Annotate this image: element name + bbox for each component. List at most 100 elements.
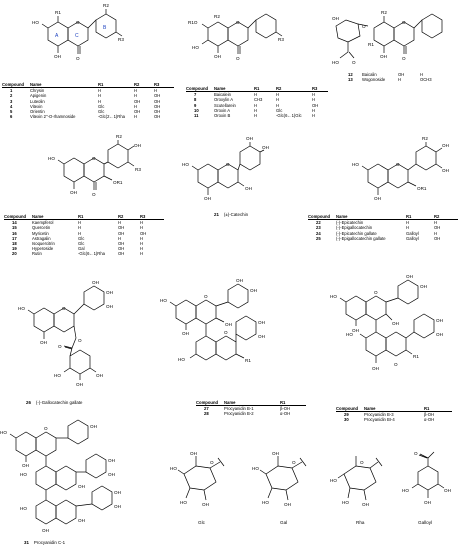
rhamnose-label: Rha: [356, 520, 365, 525]
sub-r2: R2: [103, 3, 109, 8]
ring-c: [67, 21, 89, 47]
compound-name: Procyanidin C-1: [33, 540, 66, 545]
svg-text:OH: OH: [204, 196, 211, 201]
svg-text:O: O: [396, 162, 400, 167]
svg-text:OH: OH: [42, 528, 49, 533]
svg-text:OH: OH: [70, 190, 77, 195]
atom-o: O: [76, 56, 80, 61]
svg-text:O: O: [402, 20, 406, 25]
svg-text:HO: HO: [330, 294, 337, 299]
table-header: Compound Name R1: [196, 400, 306, 407]
sub-r3: R3: [118, 37, 124, 42]
svg-text:HO: HO: [182, 162, 189, 167]
svg-text:OH: OH: [436, 332, 443, 337]
svg-text:O: O: [374, 290, 378, 295]
sub-r3: R3: [278, 37, 284, 42]
svg-text:O: O: [292, 460, 296, 465]
svg-text:O: O: [236, 56, 240, 61]
sub-r1: R1: [245, 358, 251, 363]
svg-text:OH: OH: [258, 334, 265, 339]
svg-text:OH: OH: [108, 458, 115, 463]
catechin-structure: O OH HO OH OH OH: [182, 136, 269, 201]
atom-ho: HO: [32, 20, 39, 25]
procyanidin-b3-b4-structure: O O HO OH OH OH OH OH OH HO OH R1: [330, 274, 443, 371]
svg-text:OH: OH: [362, 502, 369, 507]
svg-text:OH: OH: [392, 321, 399, 326]
svg-text:OH: OH: [250, 288, 257, 293]
svg-text:O: O: [58, 344, 62, 349]
ring-a-label: A: [55, 33, 59, 39]
compound-name: (±)-Catechin: [223, 212, 249, 217]
svg-text:HO: HO: [262, 500, 269, 505]
svg-text:HO: HO: [330, 478, 337, 483]
svg-text:OH: OH: [380, 54, 387, 59]
svg-text:OH: OH: [272, 451, 279, 456]
galactose-fragment: O OH HO HO OH: [252, 451, 307, 507]
procyanidin-b1-b2-structure: O O HO OH OH OH OH OH OH HO R1: [160, 278, 265, 363]
svg-text:HO: HO: [170, 466, 177, 471]
svg-text:OH: OH: [420, 284, 427, 289]
svg-text:O: O: [224, 330, 228, 335]
svg-text:O: O: [362, 24, 366, 29]
svg-text:O: O: [92, 192, 96, 197]
galloyl-fragment: O HO OH OH: [402, 451, 451, 505]
table-header: Compound Name R1 R2: [308, 214, 458, 221]
svg-text:O: O: [204, 294, 208, 299]
compound-number: 21: [214, 212, 219, 217]
glucose-fragment: O OH HO HO OH: [170, 451, 225, 507]
table-header: Compound Name R1 R2 R3: [4, 214, 164, 221]
table-header: Compound Name R1: [336, 406, 452, 413]
svg-text:O: O: [92, 156, 96, 161]
svg-text:O: O: [210, 460, 214, 465]
svg-text:O: O: [402, 56, 406, 61]
sub-r2: R2: [422, 136, 428, 141]
svg-text:HO: HO: [0, 430, 7, 435]
galloyl-label: Galloyl: [418, 520, 433, 525]
svg-text:HO: HO: [178, 357, 185, 362]
atom-o: O: [76, 20, 80, 25]
svg-text:HO: HO: [192, 45, 199, 50]
label-gcg: 26(-)-Gallocatechin gallate: [26, 400, 83, 405]
svg-text:HO: HO: [180, 500, 187, 505]
svg-text:OH: OH: [108, 472, 115, 477]
svg-text:OH: OH: [214, 54, 221, 59]
svg-text:OH: OH: [444, 488, 451, 493]
svg-text:HO: HO: [252, 466, 259, 471]
svg-text:HO: HO: [346, 332, 353, 337]
sub-r1: R1: [413, 354, 419, 359]
svg-text:HO: HO: [18, 306, 25, 311]
svg-text:OH: OH: [114, 504, 121, 509]
svg-text:OH: OH: [245, 186, 252, 191]
svg-text:O: O: [44, 426, 48, 431]
ring-b-label: B: [103, 25, 107, 31]
sub-r1: R1: [368, 42, 374, 47]
svg-text:OH: OH: [22, 463, 29, 468]
svg-text:OH: OH: [262, 145, 269, 150]
table-header: Compound Name R1 R2 R3: [186, 86, 328, 93]
svg-text:OH: OH: [225, 322, 232, 327]
svg-text:OH: OH: [106, 304, 113, 309]
glucose-label: Glc: [198, 520, 205, 525]
svg-text:OH: OH: [236, 278, 243, 283]
compound-number: 26: [26, 400, 31, 405]
svg-text:O: O: [78, 338, 82, 343]
atom-oh: OH: [54, 54, 61, 59]
compound-number: 31: [24, 540, 29, 545]
svg-text:OH: OH: [76, 382, 83, 387]
svg-text:HO: HO: [20, 506, 27, 511]
